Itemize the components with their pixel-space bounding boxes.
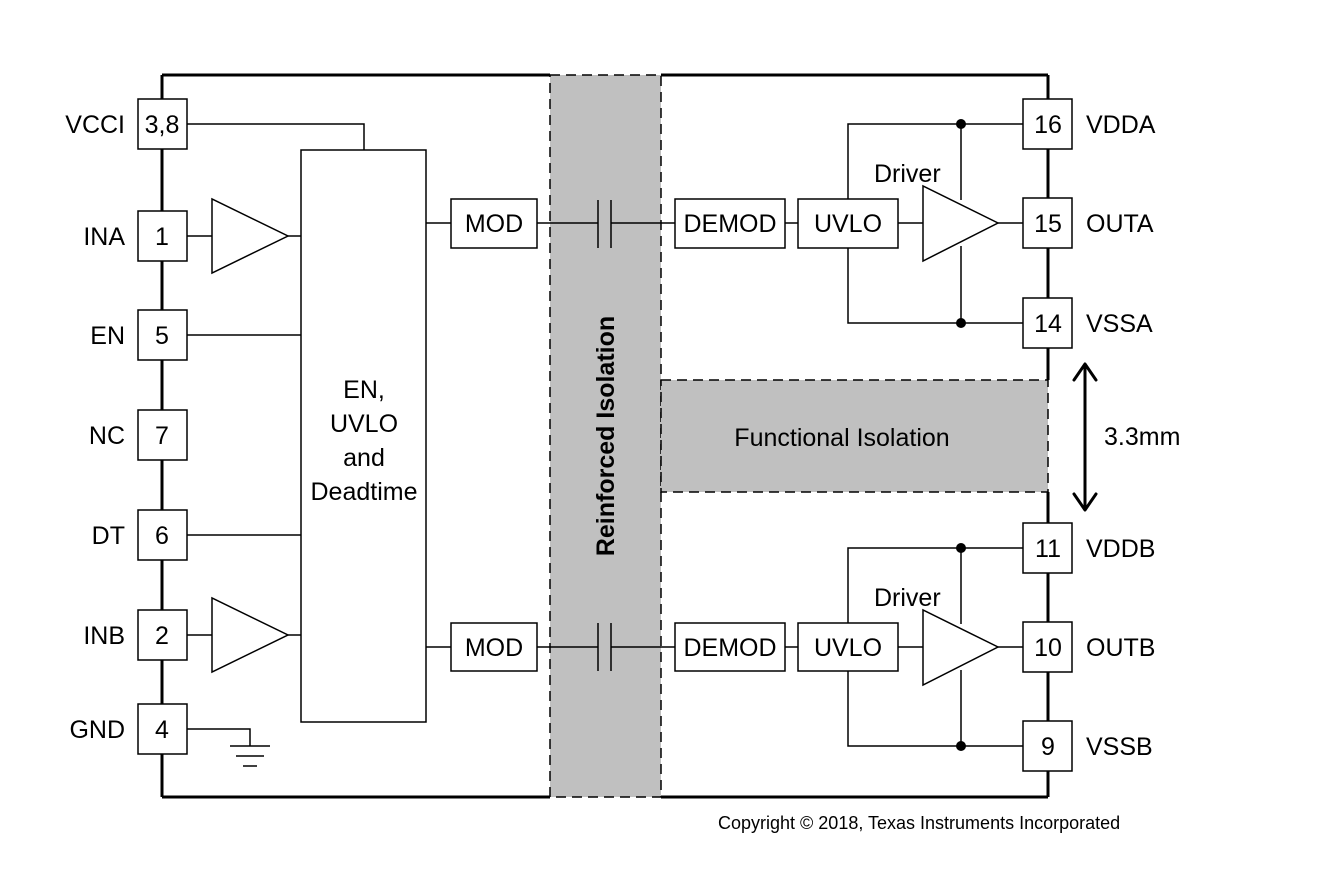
pin-number: 3,8: [145, 111, 180, 139]
pin-name: NC: [89, 422, 125, 450]
right-pin-outb: 10 OUTB: [1022, 621, 1155, 673]
input-buffer-a: [211, 197, 290, 275]
left-pin-en: 5 EN: [90, 309, 188, 361]
spacing-arrow: [1072, 362, 1098, 512]
pin-number: 9: [1041, 733, 1055, 761]
pin-number: 5: [155, 322, 169, 350]
uvlo-b-block: [797, 622, 899, 672]
pin-name: INA: [83, 223, 125, 251]
reinforced-isolation-barrier: [549, 74, 662, 798]
control-block-line-1: EN,: [343, 376, 385, 404]
pin-number: 16: [1034, 111, 1062, 139]
pin-name: EN: [90, 322, 125, 350]
control-block-line-2: UVLO: [330, 410, 398, 438]
left-pin-nc: 7 NC: [89, 409, 188, 461]
mod-a-block: [450, 198, 538, 249]
pin-name: OUTA: [1086, 210, 1154, 238]
control-block-line-4: Deadtime: [311, 478, 418, 506]
demod-b-block: [674, 622, 786, 672]
right-pin-outa: 15 OUTA: [1022, 197, 1154, 249]
pin-name: VDDA: [1086, 111, 1156, 139]
pin-name: VSSA: [1086, 310, 1153, 338]
right-pin-vddb: 11 VDDB: [1022, 522, 1155, 574]
demod-b-label: DEMOD: [683, 634, 776, 662]
pin-number: 7: [155, 422, 169, 450]
pin-name: VDDB: [1086, 535, 1155, 563]
left-pin-vcci: 3,8 VCCI: [65, 98, 188, 150]
mod-b-label: MOD: [465, 634, 523, 662]
mod-a-label: MOD: [465, 210, 523, 238]
pin-name: INB: [83, 622, 125, 650]
pin-number: 6: [155, 522, 169, 550]
pin-name: VSSB: [1086, 733, 1153, 761]
right-pin-vdda: 16 VDDA: [1022, 98, 1156, 150]
control-block: [300, 149, 427, 723]
uvlo-a-block: [797, 198, 899, 249]
demod-a-label: DEMOD: [683, 210, 776, 238]
pin-number: 4: [155, 716, 169, 744]
driver-b-buffer: [922, 608, 1000, 687]
demod-a-block: [674, 198, 786, 249]
control-block-line-3: and: [343, 444, 385, 472]
pin-number: 10: [1034, 634, 1062, 662]
pin-name: DT: [92, 522, 125, 550]
pin-number: 1: [155, 223, 169, 251]
left-pin-gnd: 4 GND: [69, 703, 188, 755]
spacing-label: 3.3mm: [1104, 423, 1180, 451]
pin-name: OUTB: [1086, 634, 1155, 662]
pin-number: 11: [1035, 535, 1061, 563]
input-buffer-b: [211, 596, 290, 674]
reinforced-isolation-label: Reinforced Isolation: [592, 316, 620, 556]
pin-name: GND: [69, 716, 125, 744]
functional-isolation-barrier: [660, 379, 1049, 493]
mod-b-block: [450, 622, 538, 672]
uvlo-b-label: UVLO: [814, 634, 882, 662]
driver-b-label: Driver: [874, 584, 941, 612]
copyright-text: Copyright © 2018, Texas Instruments Inco…: [718, 813, 1120, 833]
pin-number: 2: [155, 622, 169, 650]
driver-a-label: Driver: [874, 160, 941, 188]
pin-number: 14: [1034, 310, 1062, 338]
uvlo-a-label: UVLO: [814, 210, 882, 238]
pin-number: 15: [1034, 210, 1062, 238]
right-pin-vssa: 14 VSSA: [1022, 297, 1153, 349]
junction-dots: [956, 119, 966, 751]
pin-name: VCCI: [65, 111, 125, 139]
right-pin-vssb: 9 VSSB: [1022, 720, 1153, 772]
left-pin-inb: 2 INB: [83, 609, 188, 661]
left-pin-dt: 6 DT: [92, 509, 188, 561]
driver-a-buffer: [922, 184, 1000, 263]
functional-isolation-label: Functional Isolation: [734, 424, 949, 452]
left-pin-ina: 1 INA: [83, 210, 188, 262]
